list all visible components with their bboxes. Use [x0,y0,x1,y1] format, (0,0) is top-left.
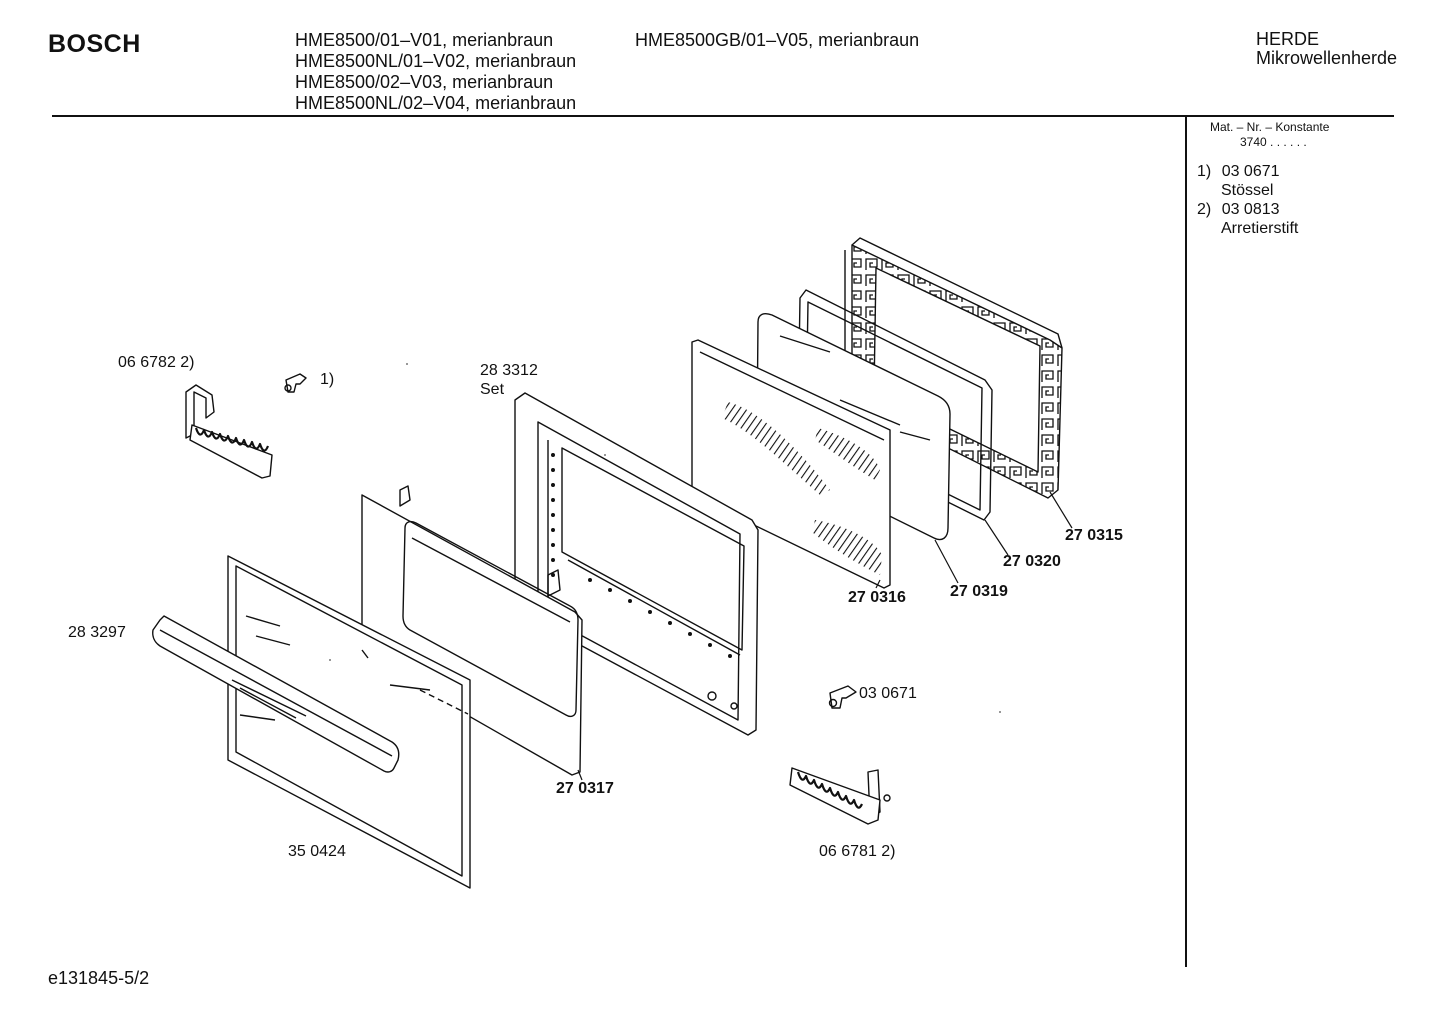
note-code: 03 0671 [1221,163,1280,180]
door-handle [152,615,400,773]
category-title: HERDE [1256,29,1320,49]
mat-nr-label: Mat. – Nr. – Konstante [1210,120,1330,134]
model-line: HME8500NL/02–V04, merianbraun [295,93,577,113]
part-label-270317: 27 0317 [556,780,614,797]
note-number: 1) [1197,163,1212,180]
part-label-283312: 28 3312 [480,362,538,379]
part-label-270316: 27 0316 [848,589,906,606]
document-id: e131845-5/2 [48,968,150,988]
sidebar-divider [1185,117,1187,967]
part-label-066781: 06 6781 2) [819,843,896,860]
part-label-350424: 35 0424 [288,843,346,860]
note-2: 2) 03 0813 [1197,200,1280,219]
model-line: HME8500/02–V03, merianbraun [295,72,554,92]
model-line: HME8500/01–V01, merianbraun [295,30,554,50]
part-label-066782: 06 6782 2) [118,354,195,371]
note-number: 2) [1197,201,1212,218]
part-label-030671: 03 0671 [859,685,917,702]
note-1: 1) 03 0671 [1197,162,1280,181]
mat-nr-value: 3740 . . . . . . [1240,135,1307,149]
part-label-note1: 1) [320,371,335,388]
note-code: 03 0813 [1221,201,1280,218]
leader-lines [577,491,1073,781]
part-label-270320: 27 0320 [1003,553,1061,570]
microwave-mesh-screen [691,339,891,589]
header-divider [52,115,1394,117]
note-name: Stössel [1221,182,1274,199]
brand-logo: BOSCH [48,30,141,58]
model-line: HME8500NL/01–V02, merianbraun [295,51,577,71]
model-line: HME8500GB/01–V05, merianbraun [635,30,920,50]
category-block: HERDE Mikrowellenherde [1256,30,1397,68]
door-hinge-left [185,384,273,479]
part-label-set: Set [480,381,505,398]
door-hinge-right [789,767,891,825]
plunger-clip-bottom [828,685,857,709]
plunger-clip-top [284,373,307,393]
note-name: Arretierstift [1221,220,1299,237]
part-label-270319: 27 0319 [950,583,1008,600]
model-list-primary: HME8500/01–V01, merianbraun HME8500NL/01… [295,30,576,114]
part-label-283297: 28 3297 [68,624,126,641]
category-subtitle: Mikrowellenherde [1256,48,1398,68]
part-label-270315: 27 0315 [1065,527,1123,544]
model-list-secondary: HME8500GB/01–V05, merianbraun [635,30,919,51]
drawing-specks [329,363,1001,713]
